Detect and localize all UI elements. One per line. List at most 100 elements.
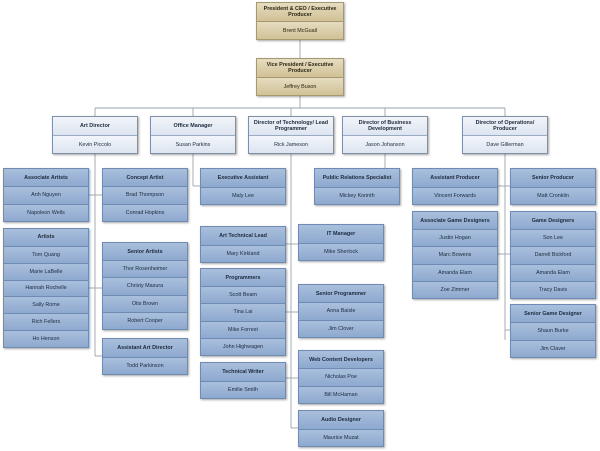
org-box-person: Sally Rome — [4, 296, 88, 314]
org-box-person: Jason Johanson — [343, 135, 427, 153]
org-box-title: Executive Assistant — [201, 169, 285, 187]
org-box-person: Dave Gillerman — [463, 135, 547, 153]
org-box-person: Susan Parkins — [151, 135, 235, 153]
org-box-person: Thor Rosenheimer — [103, 260, 187, 278]
org-box-title: Game Designers — [511, 212, 595, 230]
org-box-title: Office Manager — [151, 117, 235, 135]
org-box-person: Jim Claver — [511, 339, 595, 357]
org-box-title: Senior Game Designer — [511, 305, 595, 323]
org-box-person: Hannah Rochelle — [4, 279, 88, 297]
org-box-title: Vice President / Executive Producer — [257, 59, 343, 77]
org-box-person: Mickey Korinth — [315, 186, 399, 204]
org-box-title: Technical Writer — [201, 363, 285, 381]
org-box-person: Amanda Elam — [413, 263, 497, 281]
org-box-title: Associate Artists — [4, 169, 88, 187]
org-box-title: Senior Programmer — [299, 285, 383, 303]
org-box-person: Justin Hogan — [413, 229, 497, 247]
org-box-title: Concept Artist — [103, 169, 187, 187]
org-box-person: Shaun Burke — [511, 322, 595, 340]
org-box-person: Brad Thompson — [103, 186, 187, 204]
org-box-person: Mary Kirkland — [201, 244, 285, 262]
org-box-title: Art Technical Lead — [201, 227, 285, 245]
org-box-title: IT Manager — [299, 225, 383, 243]
org-box-person: Rich Fellers — [4, 313, 88, 331]
org-box-person: Mike Forrest — [201, 320, 285, 338]
org-box-title: Art Director — [53, 117, 137, 135]
org-box-person: Mike Sherlock — [299, 242, 383, 260]
org-box-title: Senior Artists — [103, 243, 187, 261]
org-box-person: Tracy Davis — [511, 280, 595, 298]
org-box-person: Anh Nguyen — [4, 186, 88, 204]
org-box-person: Anna Baisle — [299, 302, 383, 320]
org-box-title: Director of Technology/ Lead Programmer — [249, 117, 333, 135]
org-box-person: Christy Masura — [103, 277, 187, 295]
org-box-person: Conrad Hopkins — [103, 203, 187, 221]
org-box-person: Jeffrey Buson — [257, 77, 343, 95]
org-box-title: Assistant Art Director — [103, 339, 187, 357]
org-box-person: Matt Cronklin — [511, 186, 595, 204]
org-box-person: Vincent Forwards — [413, 186, 497, 204]
org-box-person: Nicholas Poe — [299, 368, 383, 386]
org-box-person: Amanda Elam — [511, 263, 595, 281]
org-box-title: Public Relations Specialist — [315, 169, 399, 187]
org-box-person: Marie LaBelle — [4, 262, 88, 280]
org-box-person: Jim Clover — [299, 319, 383, 337]
org-box-person: Scott Beam — [201, 286, 285, 304]
org-box-person: Kevin Piccolo — [53, 135, 137, 153]
org-box-title: Artists — [4, 229, 88, 246]
org-box-person: Son Lee — [511, 229, 595, 247]
org-box-person: Marc Bowens — [413, 246, 497, 264]
org-box-person: Bill McHaman — [299, 385, 383, 403]
org-box-title: President & CEO / Executive Producer — [257, 3, 343, 21]
org-box-title: Associate Game Designers — [413, 212, 497, 230]
org-box-person: Otis Brown — [103, 294, 187, 312]
org-box-title: Senior Producer — [511, 169, 595, 187]
org-box-person: Ho Henson — [4, 330, 88, 347]
org-box-person: Napoleon Wells — [4, 203, 88, 221]
org-box-person: Zoe Zimmer — [413, 280, 497, 298]
org-box-person: Maly Lee — [201, 186, 285, 204]
org-box-person: Emilie Smith — [201, 380, 285, 398]
org-box-person: Todd Parkinson — [103, 356, 187, 374]
org-box-person: Tom Quang — [4, 245, 88, 263]
org-box-title: Director of Business Development — [343, 117, 427, 135]
org-box-person: John Highwagen — [201, 337, 285, 355]
org-box-title: Web Content Developers — [299, 351, 383, 369]
org-box-person: Darrell Bickford — [511, 246, 595, 264]
org-box-person: Tina Lai — [201, 303, 285, 321]
org-box-person: Rick Jameson — [249, 135, 333, 153]
org-box-title: Assistant Producer — [413, 169, 497, 187]
org-box-title: Audio Designer — [299, 411, 383, 429]
org-box-person: Robert Cooper — [103, 311, 187, 329]
org-box-title: Director of Operations/ Producer — [463, 117, 547, 135]
org-box-person: Maurice Muzat — [299, 428, 383, 446]
org-box-title: Programmers — [201, 269, 285, 287]
